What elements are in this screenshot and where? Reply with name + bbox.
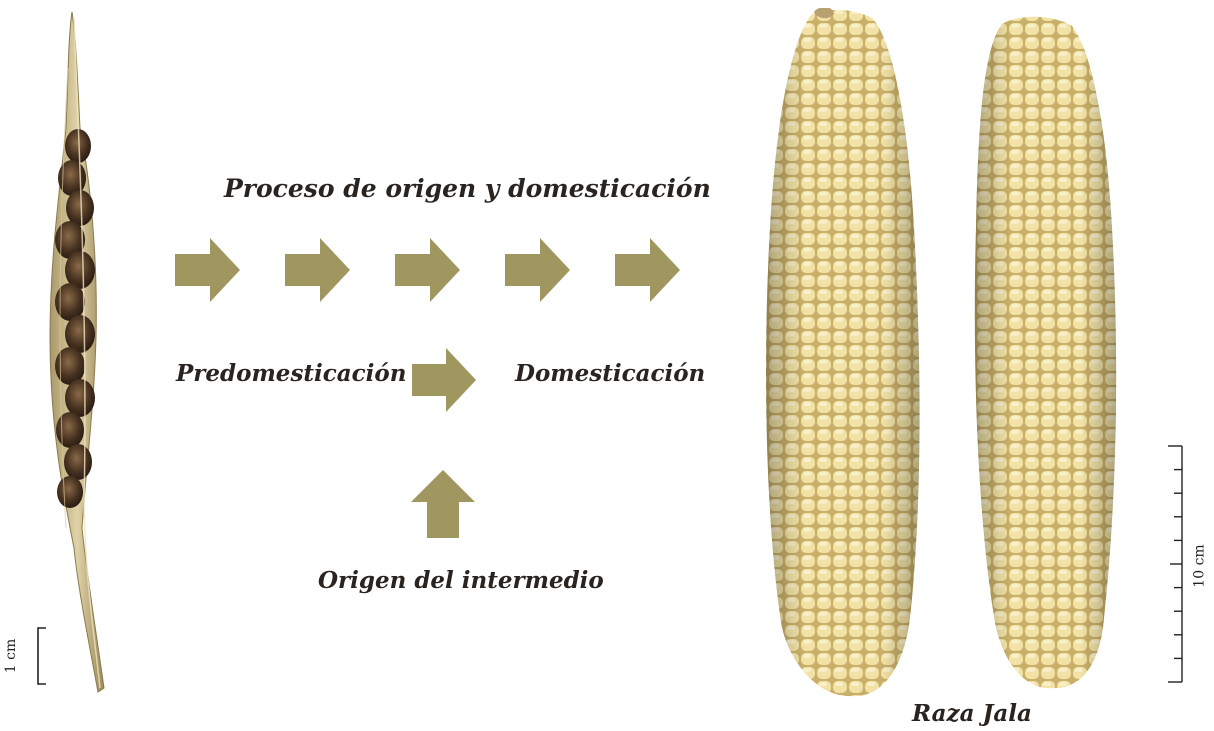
diagram-title: Proceso de origen y domesticación [224, 174, 711, 203]
arrow-right-icon [395, 238, 460, 302]
scale-label-10cm: 10 cm [1191, 544, 1208, 588]
teosinte-spike-image [49, 11, 105, 693]
corn-ear-right [974, 16, 1117, 689]
arrow-right-icon [615, 238, 680, 302]
arrow-right-icon [505, 238, 570, 302]
corn-ears-image [766, 8, 1117, 697]
process-arrows [175, 238, 680, 302]
arrow-right-icon [285, 238, 350, 302]
arrow-right-icon [412, 348, 476, 412]
stage-intermediate-origin: Origen del intermedio [318, 567, 604, 594]
scale-bar-1cm [37, 627, 46, 685]
stage-predomestication: Predomesticación [176, 360, 407, 387]
arrow-right-icon [175, 238, 240, 302]
corn-ear-left [766, 8, 920, 697]
scale-label-1cm: 1 cm [3, 638, 20, 674]
specimen-label: Raza Jala [912, 700, 1032, 727]
scale-bar-10cm [1168, 445, 1183, 683]
arrow-up-icon [411, 470, 475, 538]
stage-domestication: Domesticación [515, 360, 706, 387]
